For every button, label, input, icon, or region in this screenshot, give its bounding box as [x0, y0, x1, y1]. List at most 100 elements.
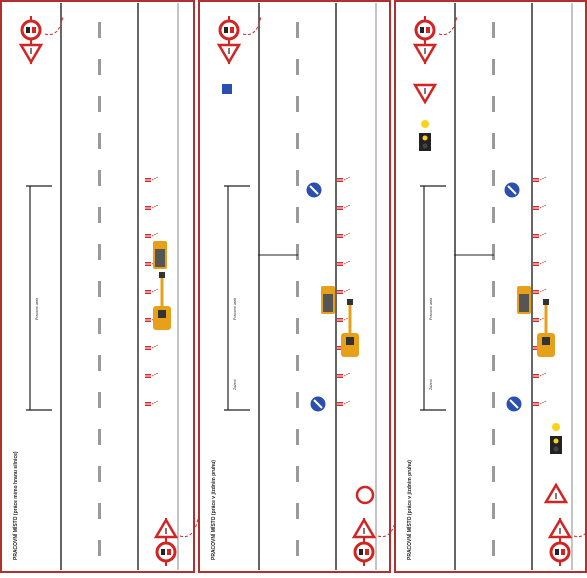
sign-distance-arc	[44, 15, 64, 36]
lane-dash	[296, 22, 299, 38]
sign-distance-arc	[438, 15, 458, 36]
sign-distance-arc	[573, 530, 587, 538]
workzone-label: Pracovní úsek	[35, 298, 39, 320]
cone-stripe	[337, 235, 343, 237]
traffic-light-lamp	[553, 446, 559, 452]
lane-dash	[296, 207, 299, 223]
beacon	[421, 120, 429, 128]
lane-dash	[492, 96, 495, 112]
lane-dash	[492, 170, 495, 186]
lane-dash	[296, 170, 299, 186]
lane-dash	[98, 22, 101, 38]
lane-dash	[98, 281, 101, 297]
cone-stripe	[337, 179, 343, 181]
cone-stripe	[533, 375, 539, 377]
cone-stripe	[533, 235, 539, 237]
truck-bed	[519, 294, 529, 312]
lane-dash	[296, 540, 299, 556]
lane-dash	[98, 466, 101, 482]
car-black	[420, 27, 424, 33]
cone-mark	[343, 288, 351, 293]
cone-stripe	[145, 235, 151, 237]
no-overtaking-sign-icon	[155, 541, 177, 563]
cone-mark	[151, 288, 159, 293]
no-overtaking-sign-icon	[353, 541, 375, 563]
excavator-bucket	[543, 299, 549, 305]
lane-dash	[98, 207, 101, 223]
lane-dash	[98, 429, 101, 445]
cone-mark	[343, 204, 351, 209]
workzone-label: Pracovní úsek	[429, 298, 433, 320]
lane-dash	[296, 503, 299, 519]
cone-mark	[151, 176, 159, 181]
no-overtaking-sign-icon	[20, 19, 42, 41]
truck-bed	[155, 249, 165, 267]
speed-limit-sign-icon	[355, 485, 375, 505]
lane-dash	[492, 466, 495, 482]
excavator-bucket	[159, 272, 165, 278]
cone-mark	[539, 204, 547, 209]
cone-stripe	[145, 207, 151, 209]
lane-dash	[492, 244, 495, 260]
cone-stripe	[337, 375, 343, 377]
car-black	[26, 27, 30, 33]
car-black	[224, 27, 228, 33]
sign-distance-arc	[242, 15, 262, 36]
car-red	[426, 27, 430, 33]
traffic-light-icon	[419, 133, 431, 151]
cone-stripe	[533, 207, 539, 209]
lane-dash	[98, 355, 101, 371]
lane-dash	[98, 503, 101, 519]
sign-assembly	[153, 517, 199, 566]
lane-dash	[492, 540, 495, 556]
traffic-light-lamp	[422, 143, 428, 149]
car-red	[230, 27, 234, 33]
no-overtaking-sign-icon	[218, 19, 240, 41]
lane-dash	[296, 244, 299, 260]
panel-caption: PRACOVNÍ MÍSTO (práce v jízdním pruhu)	[405, 460, 413, 560]
car-red	[167, 549, 171, 555]
lane-dash	[98, 59, 101, 75]
lane-dash	[98, 133, 101, 149]
sign-distance-arc	[179, 517, 199, 538]
panel-3: PRACOVNÍ MÍSTO (práce v jízdním pruhu) Pr…	[394, 0, 587, 573]
panel-2: PRACOVNÍ MÍSTO (práce v jízdním pruhu) Pr…	[198, 0, 397, 573]
excavator-cab	[158, 310, 166, 318]
traffic-light-lamp	[553, 438, 559, 444]
lane-dash	[492, 429, 495, 445]
cone-stripe	[145, 263, 151, 265]
lane-dash	[98, 170, 101, 186]
cone-mark	[151, 232, 159, 237]
sign-assembly	[18, 15, 64, 65]
car-red	[365, 549, 369, 555]
cone-stripe	[337, 319, 343, 321]
cone-stripe	[533, 263, 539, 265]
lane-info-sign-icon	[222, 84, 232, 94]
car-black	[555, 549, 559, 555]
cone-stripe	[533, 319, 539, 321]
cone-stripe	[533, 403, 539, 405]
cone-stripe	[145, 319, 151, 321]
lane-dash	[296, 392, 299, 408]
workzone-label: Pracovní úsek	[233, 298, 237, 320]
lane-dash	[296, 133, 299, 149]
panel-caption: PRACOVNÍ MÍSTO (práce v jízdním pruhu)	[209, 460, 217, 560]
lane-dash	[492, 355, 495, 371]
no-overtaking-sign-icon	[414, 19, 436, 41]
sign-assembly	[216, 15, 262, 65]
sign-assembly	[351, 517, 397, 566]
lane-dash	[492, 281, 495, 297]
truck-bed	[323, 294, 333, 312]
side-label: Zúžení	[233, 379, 237, 390]
cone-stripe	[337, 263, 343, 265]
keep-arrow	[507, 185, 517, 195]
lane-dash	[98, 392, 101, 408]
lane-dash	[296, 466, 299, 482]
sign-assembly	[547, 517, 587, 566]
car-black	[161, 549, 165, 555]
side-label: Zúžení	[429, 379, 433, 390]
cone-mark	[151, 344, 159, 349]
lane-dash	[296, 429, 299, 445]
cone-mark	[539, 176, 547, 181]
